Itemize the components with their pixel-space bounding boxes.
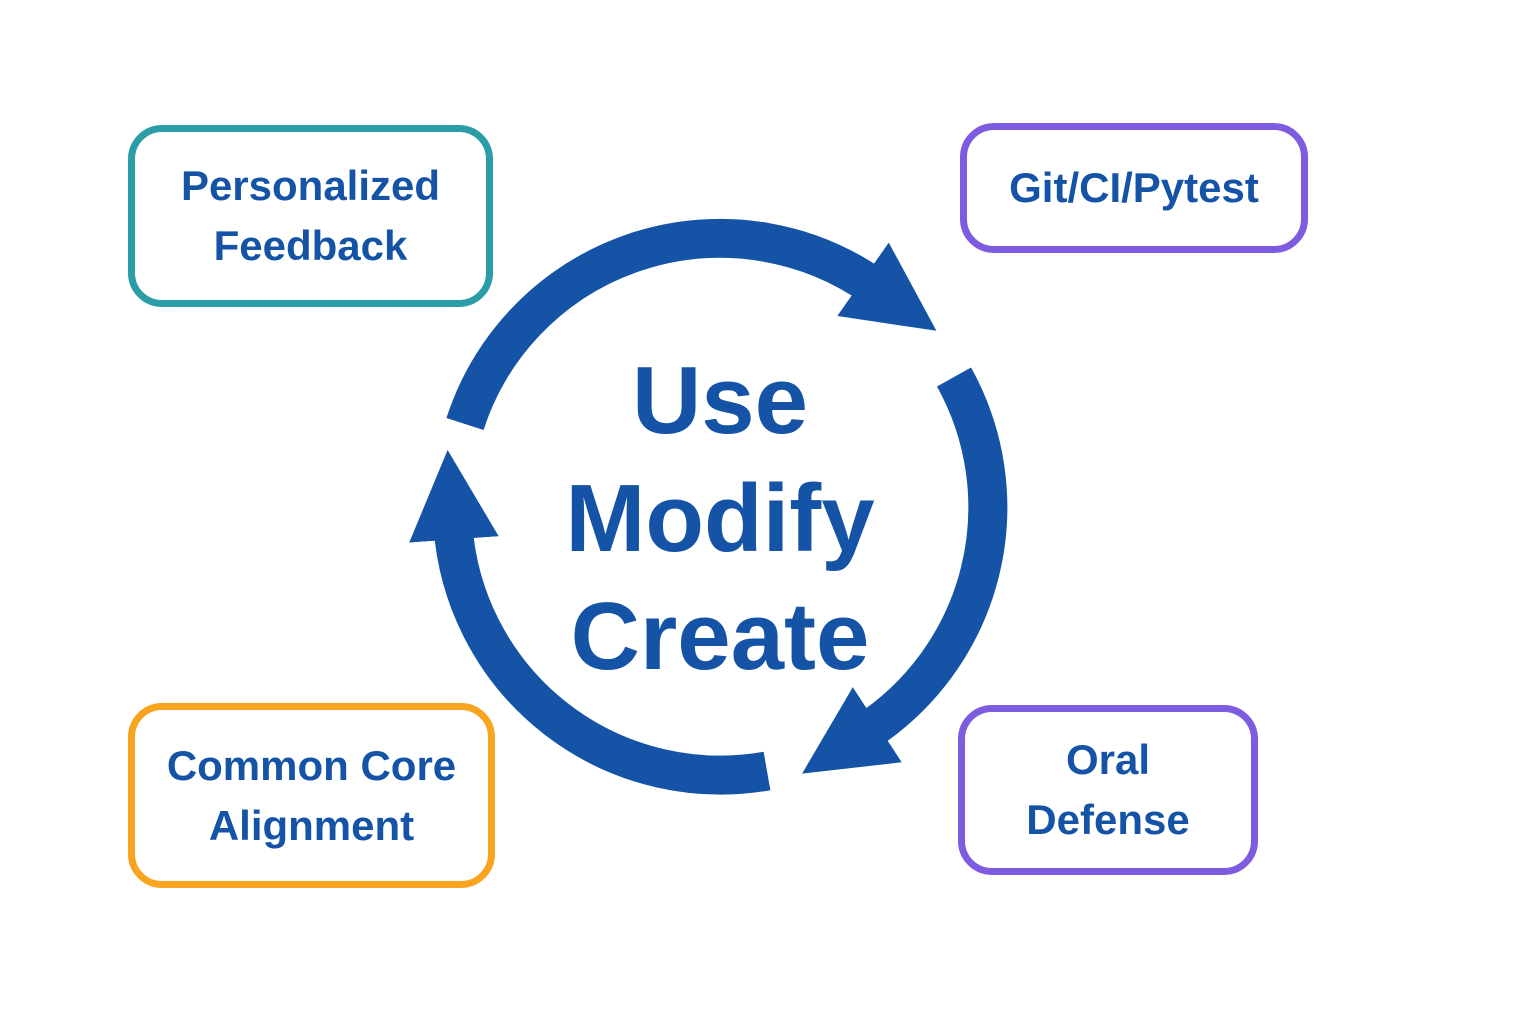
box-personalized-feedback-label: Personalized Feedback xyxy=(180,162,441,269)
cycle-arc-top-icon xyxy=(446,218,937,431)
box-personalized-feedback: Personalized Feedback xyxy=(128,125,493,307)
box-common-core-alignment-label: Common Core Alignment xyxy=(166,741,457,849)
box-oral-defense-label: Oral Defense xyxy=(1026,736,1190,843)
box-oral-defense: Oral Defense xyxy=(958,705,1258,875)
box-common-core-alignment: Common Core Alignment xyxy=(128,703,495,888)
box-git-ci-pytest: Git/CI/Pytest xyxy=(960,123,1308,253)
box-git-ci-pytest-label: Git/CI/Pytest xyxy=(1009,164,1259,211)
cycle-center-label: Use Modify Create xyxy=(565,347,875,690)
cycle-arc-right-icon xyxy=(802,367,1008,774)
cycle-arc-left-icon xyxy=(409,449,771,795)
